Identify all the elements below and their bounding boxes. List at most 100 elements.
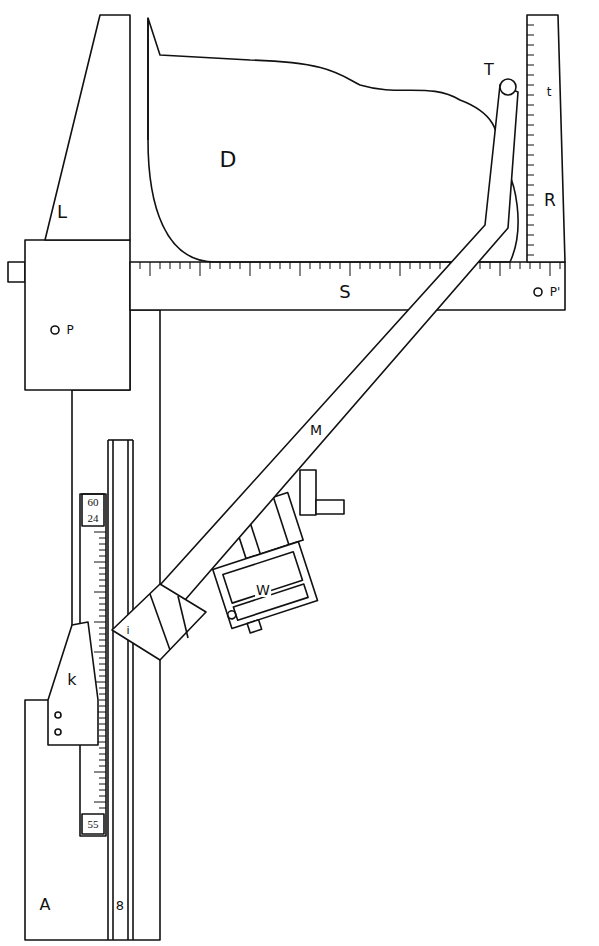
scale-tick	[330, 262, 331, 269]
scale-tick	[99, 568, 106, 569]
scale-tick	[527, 165, 534, 166]
part-letter: W	[255, 583, 271, 597]
scale-tick	[400, 262, 401, 276]
scale-tick	[160, 262, 161, 269]
scale-number-box	[82, 814, 104, 834]
scale-tick	[360, 262, 361, 269]
scale-tick	[99, 574, 106, 575]
scale-tick	[527, 145, 534, 146]
scale-tick	[99, 670, 106, 671]
scale-tick	[220, 262, 221, 269]
drawing-stroke	[227, 610, 237, 620]
scale-tick	[527, 175, 534, 176]
scale-tick	[99, 790, 106, 791]
scale-number: 55	[87, 819, 100, 830]
scale-tick	[99, 646, 106, 647]
scale-tick	[94, 772, 106, 773]
scale-tick	[99, 718, 106, 719]
head-outline	[148, 18, 518, 262]
scale-tick	[527, 155, 534, 156]
scale-tick	[99, 610, 106, 611]
arm-tip	[112, 584, 206, 660]
scale-tick	[527, 85, 534, 86]
scale-tick	[99, 634, 106, 635]
scale-tick	[99, 760, 106, 761]
arm-tip	[150, 594, 170, 650]
scale-tick	[99, 586, 106, 587]
scale-tick	[99, 550, 106, 551]
scale-tick	[94, 622, 106, 623]
scale-tick	[510, 262, 511, 269]
scale-tick	[240, 262, 241, 269]
scale-tick	[94, 562, 106, 563]
collar-block	[25, 240, 130, 390]
rail-line	[107, 440, 109, 940]
upright-r	[527, 15, 565, 262]
scale-tick	[99, 556, 106, 557]
scale-tick	[527, 255, 534, 256]
scale-tick	[99, 604, 106, 605]
drawing-stroke	[273, 497, 288, 545]
scale-tick	[527, 185, 534, 186]
bar-stub	[8, 262, 25, 282]
scale-tick	[99, 538, 106, 539]
scale-tick	[94, 592, 106, 593]
scale-tick	[99, 730, 106, 731]
scale-tick	[550, 262, 551, 276]
pin-circle	[534, 288, 542, 296]
arm-bracket	[316, 500, 344, 514]
part-letter: k	[66, 672, 77, 688]
scale-tick	[527, 75, 534, 76]
scale-tick	[527, 95, 534, 96]
scale-tick	[260, 262, 261, 269]
scale-tick	[370, 262, 371, 269]
scale-tick	[99, 676, 106, 677]
scale-number: 60	[87, 497, 100, 508]
scale-tick	[190, 262, 191, 269]
scale-tick	[99, 748, 106, 749]
scale-tick	[390, 262, 391, 269]
screw-hole	[55, 729, 61, 735]
scale-tick	[310, 262, 311, 269]
scale-tick	[290, 262, 291, 269]
part-letter: L	[56, 203, 68, 221]
scale-tick	[210, 262, 211, 269]
scale-tick	[99, 784, 106, 785]
scale-tick	[527, 25, 534, 26]
scale-tick	[540, 262, 541, 269]
scale-tick	[180, 262, 181, 269]
scale-tick	[150, 262, 151, 276]
scale-tick	[527, 195, 534, 196]
drawing-stroke	[247, 620, 262, 633]
scale-tick	[99, 580, 106, 581]
scale-tick	[230, 262, 231, 269]
scale-tick	[99, 598, 106, 599]
scale-tick	[99, 628, 106, 629]
scale-tick	[94, 532, 106, 533]
part-letter: A	[39, 897, 52, 913]
scale-tick	[250, 262, 251, 276]
scale-tick	[99, 706, 106, 707]
scale-tick	[420, 262, 421, 269]
pin-circle	[51, 326, 59, 334]
rail-line	[108, 439, 133, 441]
part-letter: i	[125, 625, 130, 636]
scale-tick	[430, 262, 431, 269]
scale-tick	[280, 262, 281, 269]
scale-tick	[527, 125, 534, 126]
scale-tick	[350, 262, 351, 276]
head-outline	[147, 18, 149, 140]
scale-tick	[99, 688, 106, 689]
scale-tick	[99, 694, 106, 695]
scale-tick	[480, 262, 481, 269]
part-letter: D	[219, 149, 238, 171]
scale-tick	[270, 262, 271, 269]
scale-tick	[99, 796, 106, 797]
scale-tick	[560, 262, 561, 269]
part-letter: 8	[115, 899, 125, 912]
scale-ticks	[94, 532, 106, 808]
scale-tick	[527, 45, 534, 46]
scale-tick	[527, 225, 534, 226]
